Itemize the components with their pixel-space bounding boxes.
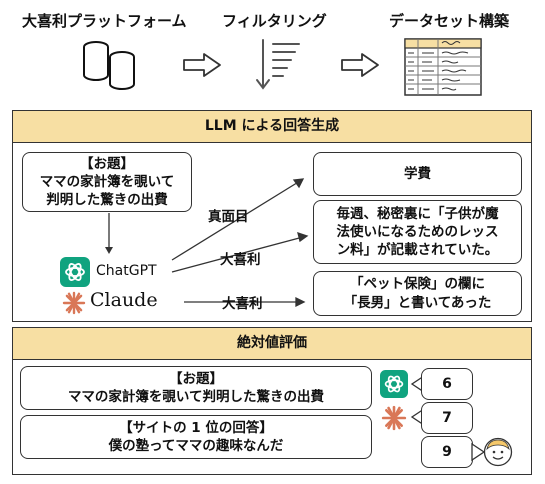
human-avatar-icon (483, 437, 513, 467)
site-answer-box: 【サイトの 1 位の回答】 僕の塾ってママの趣味なんだ (20, 415, 372, 459)
eval-prompt-text: ママの家計簿を覗いて判明した驚きの出費 (67, 388, 325, 405)
site-answer-label: 【サイトの 1 位の回答】 (119, 420, 273, 436)
claude-ogiri-line-1: 「ペット保険」の欄に (350, 276, 485, 293)
prompt-line-2: 判明した驚きの出費 (46, 192, 168, 209)
gpt-ogiri-line-3: ン料」が記載されていた。 (336, 242, 499, 259)
gpt-ogiri-line-1: 毎週、秘密裏に「子供が魔 (336, 205, 499, 222)
claude-score: 7 (421, 402, 473, 434)
ogiri-edge-label-2: 大喜利 (222, 296, 263, 312)
prompt-line-1: ママの家計簿を覗いて (39, 173, 175, 190)
pipeline-arrow-2 (341, 53, 379, 77)
stage-platform-title: 大喜利プラットフォーム (22, 12, 187, 30)
openai-logo-icon-eval (380, 370, 408, 398)
serious-edge-label: 真面目 (208, 209, 249, 225)
claude-label: Claude (90, 289, 158, 311)
prompt-label: 【お題】 (80, 155, 134, 172)
stage-filtering-title: フィルタリング (222, 12, 327, 30)
site-answer-text: 僕の塾ってママの趣味なんだ (108, 437, 284, 454)
stage-dataset-title: データセット構築 (389, 12, 510, 30)
claude-ogiri-line-2: 「長男」と書いてあった (343, 294, 492, 311)
gpt-ogiri-line-2: 法使いになるためのレッス (336, 223, 499, 240)
prompt-to-model-arrow (105, 213, 113, 254)
gpt-ogiri-answer-box: 毎週、秘密裏に「子供が魔 法使いになるためのレッス ン料」が記載されていた。 (313, 200, 522, 264)
openai-logo-icon (60, 257, 90, 287)
claude-logo-icon (62, 291, 86, 315)
evaluation-header: 絶対値評価 (13, 328, 531, 360)
generation-prompt-box: 【お題】 ママの家計簿を覗いて 判明した驚きの出費 (22, 152, 192, 212)
database-icon (83, 41, 135, 90)
generation-header: LLM による回答生成 (13, 111, 531, 143)
pipeline-arrow-1 (183, 53, 221, 77)
ogiri-edge-label-1: 大喜利 (220, 252, 261, 268)
human-score-pointer (471, 442, 486, 462)
claude-ogiri-answer-box: 「ペット保険」の欄に 「長男」と書いてあった (313, 271, 522, 316)
human-score: 9 (421, 436, 473, 468)
spreadsheet-icon (404, 38, 482, 96)
serious-answer-box: 学費 (313, 152, 522, 196)
chatgpt-score: 6 (421, 368, 473, 400)
evaluation-prompt-box: 【お題】 ママの家計簿を覗いて判明した驚きの出費 (20, 366, 372, 410)
chatgpt-label: ChatGPT (96, 263, 157, 279)
claude-logo-icon-eval (381, 405, 407, 431)
eval-prompt-label: 【お題】 (169, 371, 223, 387)
filter-icon (256, 39, 300, 90)
